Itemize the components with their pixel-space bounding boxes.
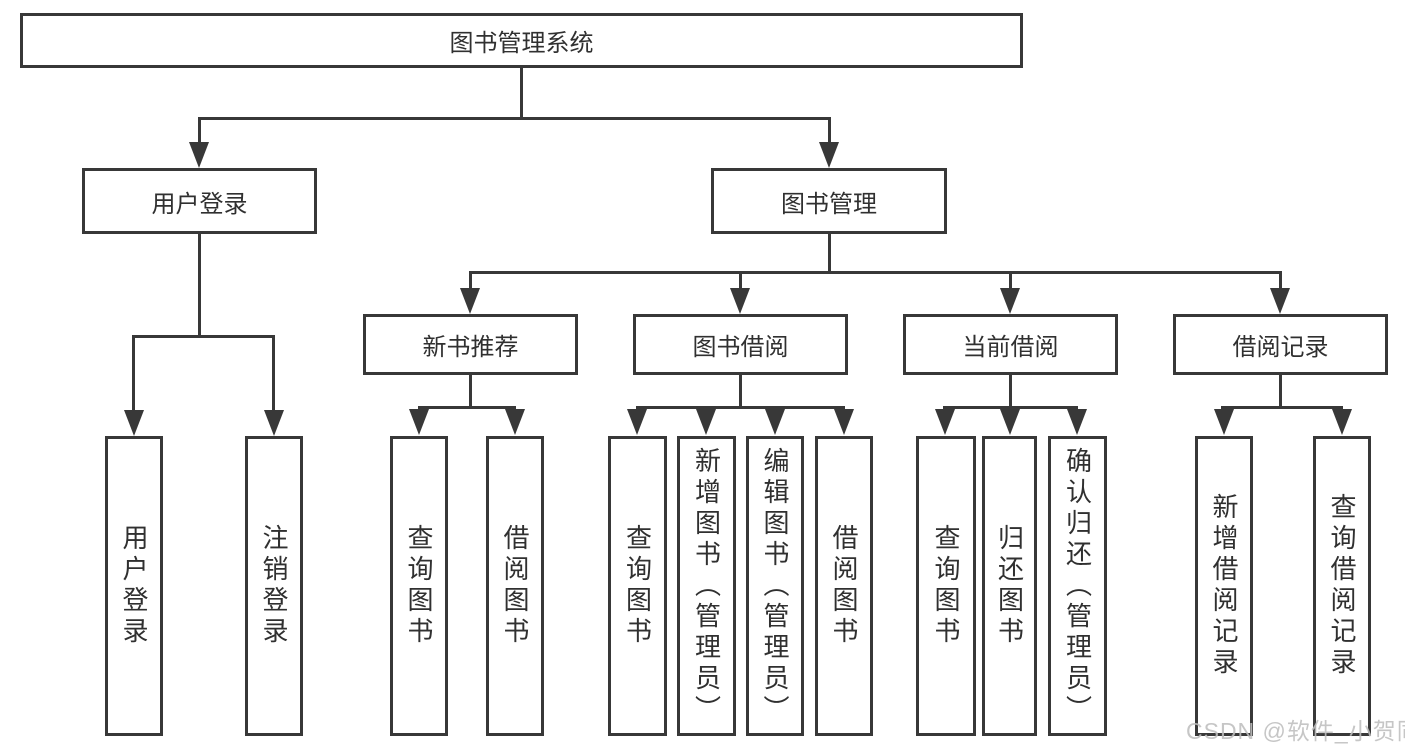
leaf-add-book-admin-label: 新增图书（管理员）	[691, 446, 722, 726]
leaf-edit-book-admin-label: 编辑图书（管理员）	[760, 446, 790, 726]
connector-borrowrecord-rail	[1221, 406, 1343, 409]
connector-root-stem	[520, 68, 523, 118]
connector-newbook-rail	[418, 406, 516, 409]
csdn-watermark: CSDN @软件_小贺同学	[1186, 718, 1405, 744]
connector-section-drop	[1279, 271, 1282, 291]
arrow-down-icon	[935, 409, 955, 435]
leaf-edit-book-admin: 编辑图书（管理员）	[746, 436, 804, 736]
arrow-down-icon	[1214, 409, 1234, 435]
arrow-down-icon	[460, 288, 480, 314]
arrow-down-icon	[627, 409, 647, 435]
arrow-down-icon	[730, 288, 750, 314]
node-user-login: 用户登录	[82, 168, 317, 234]
leaf-confirm-return-admin: 确认归还（管理员）	[1048, 436, 1107, 736]
connector-user-stem	[198, 234, 201, 336]
leaf-query-book-label: 查询图书	[622, 524, 653, 648]
leaf-return-book: 归还图书	[982, 436, 1037, 736]
arrow-down-icon	[124, 410, 144, 436]
arrow-down-icon	[1000, 288, 1020, 314]
connector-user-rail	[132, 335, 275, 338]
node-current-borrow-label: 当前借阅	[962, 334, 1059, 361]
leaf-query-book: 查询图书	[390, 436, 448, 736]
leaf-query-book-label: 查询图书	[931, 524, 961, 648]
arrow-down-icon	[1270, 288, 1290, 314]
connector-currentborrow-rail	[943, 406, 1078, 409]
leaf-borrow-book: 借阅图书	[815, 436, 873, 736]
arrow-down-icon	[1000, 409, 1020, 435]
arrow-down-icon	[189, 142, 209, 168]
leaf-logout-label: 注销登录	[259, 524, 289, 648]
leaf-query-borrow-record: 查询借阅记录	[1313, 436, 1371, 736]
arrow-down-icon	[834, 409, 854, 435]
leaf-query-book: 查询图书	[608, 436, 667, 736]
leaf-add-borrow-record-label: 新增借阅记录	[1209, 493, 1239, 679]
leaf-return-book-label: 归还图书	[994, 524, 1025, 648]
leaf-query-borrow-record-label: 查询借阅记录	[1327, 493, 1357, 679]
connector-bookborrow-stem	[739, 375, 742, 408]
arrow-down-icon	[1067, 409, 1087, 435]
leaf-query-book-label: 查询图书	[404, 524, 434, 648]
node-book-borrow-label: 图书借阅	[692, 334, 789, 361]
connector-user-leaf-drop	[132, 335, 135, 412]
connector-section-drop	[1009, 271, 1012, 291]
connector-level3-rail	[469, 271, 1281, 274]
leaf-add-book-admin: 新增图书（管理员）	[677, 436, 736, 736]
node-borrow-record: 借阅记录	[1173, 314, 1388, 375]
node-library-system-label: 图书管理系统	[449, 30, 594, 57]
arrow-down-icon	[765, 409, 785, 435]
node-library-system: 图书管理系统	[20, 13, 1023, 68]
connector-level2-rail	[198, 117, 830, 120]
connector-currentborrow-stem	[1009, 375, 1012, 408]
node-new-book-recommend-label: 新书推荐	[422, 334, 519, 361]
node-book-management: 图书管理	[711, 168, 947, 234]
leaf-user-login-label: 用户登录	[119, 524, 149, 648]
connector-user-drop	[198, 117, 201, 144]
arrow-down-icon	[1332, 409, 1352, 435]
leaf-borrow-book: 借阅图书	[486, 436, 544, 736]
connector-book-stem	[828, 234, 831, 272]
arrow-down-icon	[505, 409, 525, 435]
node-borrow-record-label: 借阅记录	[1232, 334, 1329, 361]
connector-borrowrecord-stem	[1279, 375, 1282, 408]
connector-bookborrow-rail	[636, 406, 845, 409]
leaf-user-login: 用户登录	[105, 436, 163, 736]
arrow-down-icon	[264, 410, 284, 436]
leaf-add-borrow-record: 新增借阅记录	[1195, 436, 1253, 736]
arrow-down-icon	[409, 409, 429, 435]
connector-user-leaf-drop	[272, 335, 275, 412]
connector-newbook-stem	[469, 375, 472, 408]
connector-book-drop	[828, 117, 831, 144]
connector-section-drop	[739, 271, 742, 291]
leaf-borrow-book-label: 借阅图书	[500, 524, 530, 648]
node-current-borrow: 当前借阅	[903, 314, 1118, 375]
node-book-management-label: 图书管理	[781, 190, 877, 218]
leaf-query-book: 查询图书	[916, 436, 976, 736]
node-user-login-label: 用户登录	[151, 190, 248, 218]
node-new-book-recommend: 新书推荐	[363, 314, 578, 375]
leaf-confirm-return-admin-label: 确认归还（管理员）	[1062, 446, 1093, 726]
node-book-borrow: 图书借阅	[633, 314, 848, 375]
arrow-down-icon	[819, 142, 839, 168]
arrow-down-icon	[696, 409, 716, 435]
connector-section-drop	[469, 271, 472, 291]
leaf-logout: 注销登录	[245, 436, 303, 736]
leaf-borrow-book-label: 借阅图书	[829, 524, 859, 648]
